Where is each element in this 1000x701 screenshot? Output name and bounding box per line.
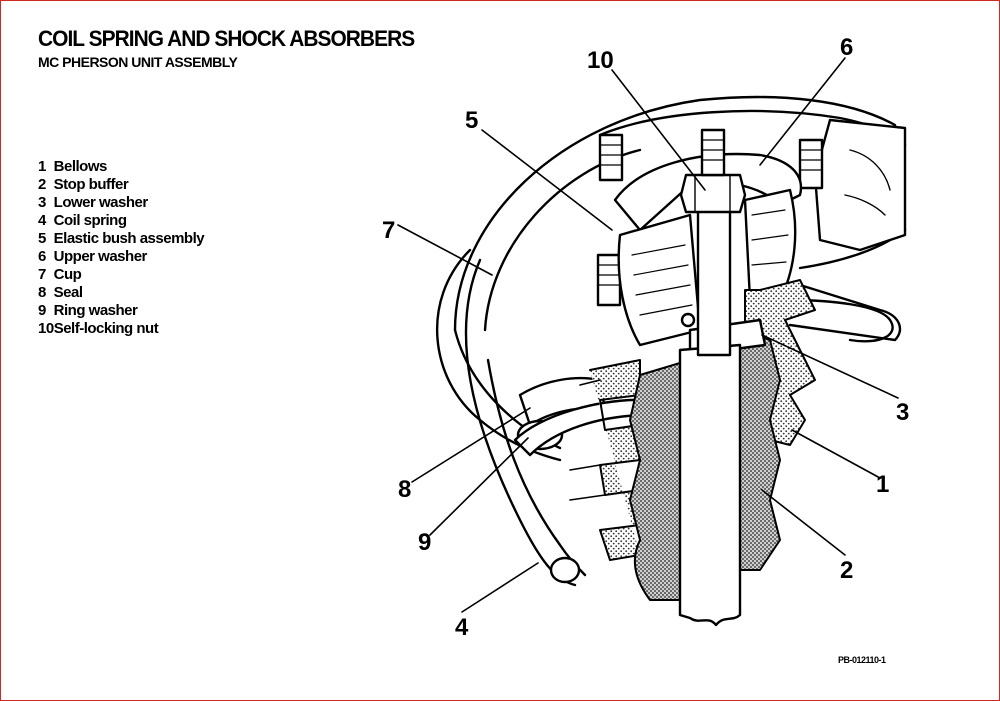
legend-item: 3 Lower washer: [38, 194, 204, 212]
mount-arm: [788, 283, 902, 342]
legend-item: 2 Stop buffer: [38, 176, 204, 194]
stud-top-right: [798, 138, 824, 190]
legend-number: 4: [38, 212, 46, 229]
legend-label: Seal: [53, 284, 83, 301]
leader-8: [411, 407, 531, 483]
bellows-left: [589, 359, 641, 561]
callout-7: 7: [382, 217, 395, 244]
leader-1: [791, 429, 881, 479]
leader-3: [761, 334, 899, 399]
diagram-subtitle: MC PHERSON UNIT ASSEMBLY: [38, 54, 238, 70]
bellows-left-inner: [569, 379, 606, 501]
legend-label: Coil spring: [53, 212, 127, 229]
parts-legend: 1 Bellows 2 Stop buffer 3 Lower washer 4…: [38, 158, 205, 338]
spring-right: [788, 298, 894, 343]
legend-label: Cup: [53, 266, 82, 283]
rod-pin: [680, 312, 696, 328]
legend-item: 6 Upper washer: [38, 248, 204, 266]
stop-buffer-left: [629, 359, 691, 601]
legend-number: 1: [38, 158, 46, 175]
leader-7: [397, 224, 493, 276]
callout-9: 9: [418, 529, 431, 556]
self-locking-nut: [679, 173, 747, 214]
spring-end: [549, 556, 581, 584]
callout-3: 3: [896, 399, 909, 426]
rod-tip: [700, 128, 726, 177]
legend-item: 7 Cup: [38, 266, 204, 284]
elastic-bush: [617, 213, 702, 347]
legend-number: 10: [38, 320, 54, 337]
legend-number: 5: [38, 230, 46, 247]
legend-item: 4 Coil spring: [38, 212, 204, 230]
legend-label: Lower washer: [53, 194, 149, 211]
leader-6: [759, 57, 846, 166]
legend-label: Bellows: [53, 158, 108, 175]
legend-item: 5 Elastic bush assembly: [38, 230, 205, 248]
legend-item: 8 Seal: [38, 284, 204, 302]
legend-number: 6: [38, 248, 46, 265]
callout-2: 2: [840, 557, 853, 584]
stud-top-left: [598, 133, 624, 182]
legend-number: 7: [38, 266, 46, 283]
legend-label: Upper washer: [53, 248, 148, 265]
leader-10: [611, 69, 706, 191]
cup-outline: [453, 95, 907, 332]
legend-number: 9: [38, 302, 46, 319]
callout-1: 1: [876, 471, 889, 498]
callout-6: 6: [840, 34, 853, 61]
diagram-title: COIL SPRING AND SHOCK ABSORBERS: [38, 26, 415, 51]
legend-label: Stop buffer: [53, 176, 129, 193]
legend-number: 2: [38, 176, 46, 193]
legend-label: Ring washer: [53, 302, 138, 319]
legend-item: 10Self-locking nut: [38, 320, 204, 338]
legend-label: Elastic bush assembly: [53, 230, 205, 247]
stud-bottom-left: [596, 253, 622, 307]
leader-4: [461, 562, 539, 613]
piston-rod: [696, 193, 732, 357]
legend-label: Self-locking nut: [53, 320, 159, 337]
leader-9: [429, 437, 529, 536]
callout-5: 5: [465, 107, 478, 134]
mount-block: [813, 118, 907, 252]
callout-8: 8: [398, 476, 411, 503]
shock-body: [678, 343, 742, 627]
legend-item: 9 Ring washer: [38, 302, 204, 320]
figure-code: PB-012110-1: [838, 655, 886, 665]
legend-item: 1 Bellows: [38, 158, 204, 176]
callout-4: 4: [455, 614, 469, 641]
callout-10: 10: [587, 47, 614, 74]
stop-buffer-right: [739, 329, 781, 571]
leader-5: [481, 129, 613, 231]
legend-number: 8: [38, 284, 46, 301]
leader-2: [761, 489, 846, 556]
legend-number: 3: [38, 194, 46, 211]
